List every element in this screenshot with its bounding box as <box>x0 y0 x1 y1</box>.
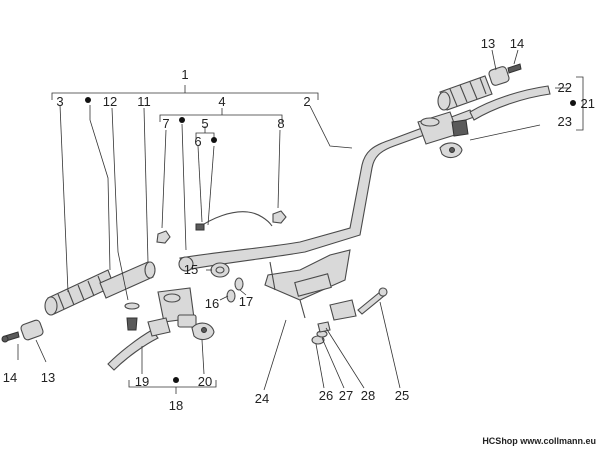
spacer-17 <box>234 277 244 291</box>
label-12: 12 <box>103 94 117 109</box>
bushing-15 <box>210 262 230 278</box>
ref-dot-21 <box>570 100 576 106</box>
nut-right <box>272 210 287 224</box>
right-brake-pump <box>417 111 469 145</box>
label-5: 5 <box>201 116 208 131</box>
left-brake-pump <box>157 287 197 328</box>
label-14-right: 14 <box>510 36 524 51</box>
label-25: 25 <box>395 388 409 403</box>
right-grip-end-cap <box>488 66 510 86</box>
right-brake-lever <box>469 85 551 121</box>
left-end-screw <box>1 331 20 343</box>
label-6: 6 <box>194 134 201 149</box>
right-grip <box>437 75 493 111</box>
label-15: 15 <box>184 262 198 277</box>
label-19: 19 <box>135 374 149 389</box>
ref-dot-12 <box>85 97 91 103</box>
label-13-right: 13 <box>481 36 495 51</box>
label-4: 4 <box>218 94 225 109</box>
ref-dot-18 <box>173 377 179 383</box>
right-pump-clamp <box>439 142 463 159</box>
pin-16 <box>226 289 236 303</box>
label-17: 17 <box>239 294 253 309</box>
label-24: 24 <box>255 391 269 406</box>
left-brake-lever <box>107 317 171 371</box>
nut-washers-26-28 <box>311 321 331 345</box>
label-21: 21 <box>581 96 595 111</box>
label-27: 27 <box>339 388 353 403</box>
ref-dot-4 <box>179 117 185 123</box>
label-20: 20 <box>198 374 212 389</box>
ref-dot-6 <box>211 137 217 143</box>
pump-clamp <box>191 322 215 341</box>
nut-left <box>156 230 171 244</box>
label-3: 3 <box>56 94 63 109</box>
label-22: 22 <box>558 80 572 95</box>
left-grip-end-cap <box>20 319 44 341</box>
leader-lines <box>17 49 570 391</box>
washer-and-screw <box>124 302 140 331</box>
bolt-25 <box>357 287 388 315</box>
label-1: 1 <box>181 67 188 82</box>
shop-footer: HCShop www.collmann.eu <box>482 436 596 446</box>
label-28: 28 <box>361 388 375 403</box>
label-2: 2 <box>303 94 310 109</box>
bracket-group-1 <box>51 76 584 394</box>
label-11: 11 <box>137 94 151 109</box>
label-16: 16 <box>205 296 219 311</box>
label-13-left: 13 <box>41 370 55 385</box>
label-18: 18 <box>169 398 183 413</box>
label-8: 8 <box>277 116 284 131</box>
part-labels: 1 2 3 4 5 6 7 8 11 12 13 13 14 14 15 16 … <box>3 36 595 413</box>
label-26: 26 <box>319 388 333 403</box>
right-end-screw <box>507 63 522 74</box>
throttle-cable <box>195 211 273 231</box>
label-23: 23 <box>558 114 572 129</box>
left-throttle-sleeve <box>99 261 156 299</box>
label-14-left: 14 <box>3 370 17 385</box>
label-7: 7 <box>162 116 169 131</box>
